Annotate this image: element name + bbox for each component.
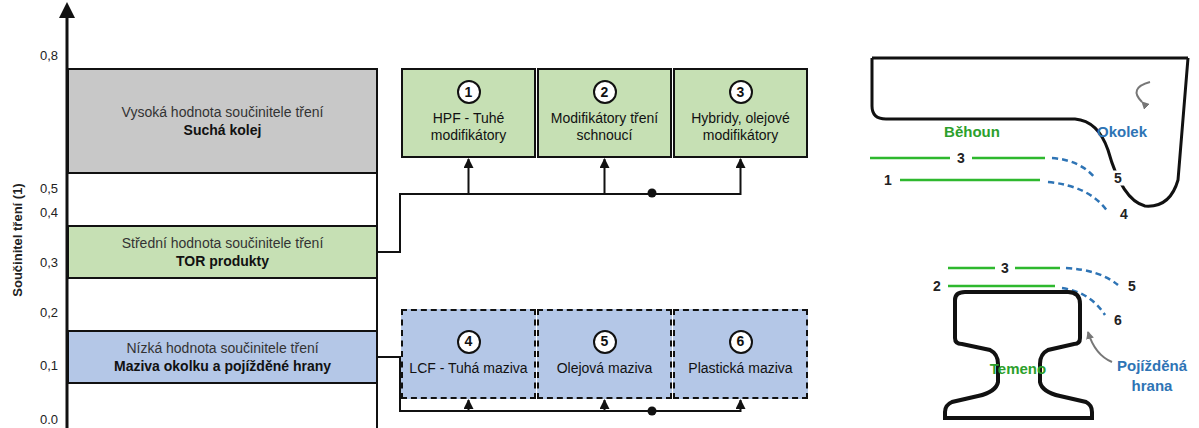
part-name: Okolek <box>1097 123 1147 140</box>
callout-number: 1 <box>465 84 473 101</box>
zone-line <box>948 285 1055 288</box>
zone-line <box>1048 182 1108 212</box>
tick-label: 0,1 <box>40 358 58 373</box>
tick-label: 0.0 <box>40 412 58 427</box>
product-box: 3Hybridy, olejové modifikátory <box>673 68 808 158</box>
part-name: Běhoun <box>944 123 1000 140</box>
callout-number: 4 <box>465 333 473 350</box>
product-name: Olejová maziva <box>557 360 653 377</box>
zone-line <box>1015 267 1060 270</box>
leader-arrow <box>1137 82 1150 102</box>
product-name: Plastická maziva <box>688 360 792 377</box>
axis-title: Součinitel tření (1) <box>10 183 25 296</box>
friction-band: Střední hodnota součinitele třeníTOR pro… <box>67 225 378 279</box>
product-box: 4LCF - Tuhá maziva <box>401 309 536 399</box>
callout-number: 6 <box>737 333 745 350</box>
zone-number: 4 <box>1118 207 1130 222</box>
product-name: LCF - Tuhá maziva <box>409 360 527 377</box>
rail-profile <box>945 292 1092 418</box>
zone-number: 6 <box>1112 313 1124 328</box>
product-box: 1HPF - Tuhé modifikátory <box>401 68 536 158</box>
tick-label: 0,2 <box>40 305 58 320</box>
band-text: Vysoká hodnota součinitele tření <box>122 103 324 121</box>
product-box: 2Modifikátory tření schnoucí <box>537 68 672 158</box>
product-name: Modifikátory tření schnoucí <box>544 110 665 144</box>
connector <box>378 159 469 252</box>
callout-number: 5 <box>601 333 609 350</box>
leader-arrow <box>1088 332 1112 362</box>
band-heading: Maziva okolku a pojížděné hrany <box>114 357 331 375</box>
zone-line <box>1066 268 1118 285</box>
tick-label: 0,4 <box>40 205 58 220</box>
friction-band: Vysoká hodnota součinitele třeníSuchá ko… <box>67 68 378 174</box>
axis-arrow <box>59 2 75 18</box>
callout-circle: 2 <box>593 80 617 104</box>
callout-circle: 4 <box>457 330 481 354</box>
zone-line <box>1052 158 1095 178</box>
zone-number: 2 <box>931 279 943 294</box>
zone-number: 5 <box>1126 279 1138 294</box>
tick-label: 0,5 <box>40 181 58 196</box>
callout-circle: 1 <box>457 80 481 104</box>
zone-line <box>948 267 995 270</box>
band-heading: TOR produkty <box>176 252 269 270</box>
wheel-profile <box>872 57 1188 60</box>
product-box: 5Olejová maziva <box>537 309 672 399</box>
callout-circle: 5 <box>593 330 617 354</box>
callout-number: 2 <box>601 84 609 101</box>
band-text: Střední hodnota součinitele tření <box>122 234 324 252</box>
product-name: HPF - Tuhé modifikátory <box>408 110 529 144</box>
part-name: Temeno <box>990 360 1046 377</box>
wheel-profile <box>872 58 1188 206</box>
zone-line <box>870 157 950 160</box>
zone-line <box>900 179 1040 182</box>
band-text: Nízká hodnota součinitele tření <box>126 339 318 357</box>
zone-number: 1 <box>882 173 894 188</box>
band-heading: Suchá kolej <box>184 121 262 139</box>
zone-number: 3 <box>999 261 1011 276</box>
callout-circle: 3 <box>729 80 753 104</box>
tick-label: 0,8 <box>40 48 58 63</box>
zone-number: 5 <box>1112 171 1124 186</box>
connector <box>378 159 741 252</box>
tick-label: 0,3 <box>40 255 58 270</box>
callout-number: 3 <box>737 84 745 101</box>
connector <box>378 159 605 252</box>
zone-number: 3 <box>955 151 967 166</box>
product-name: Hybridy, olejové modifikátory <box>680 110 801 144</box>
part-name: Pojížděná hrana <box>1112 356 1192 396</box>
zone-line <box>972 157 1045 160</box>
product-box: 6Plastická maziva <box>673 309 808 399</box>
friction-band: Nízká hodnota součinitele třeníMaziva ok… <box>67 330 378 384</box>
callout-circle: 6 <box>729 330 753 354</box>
